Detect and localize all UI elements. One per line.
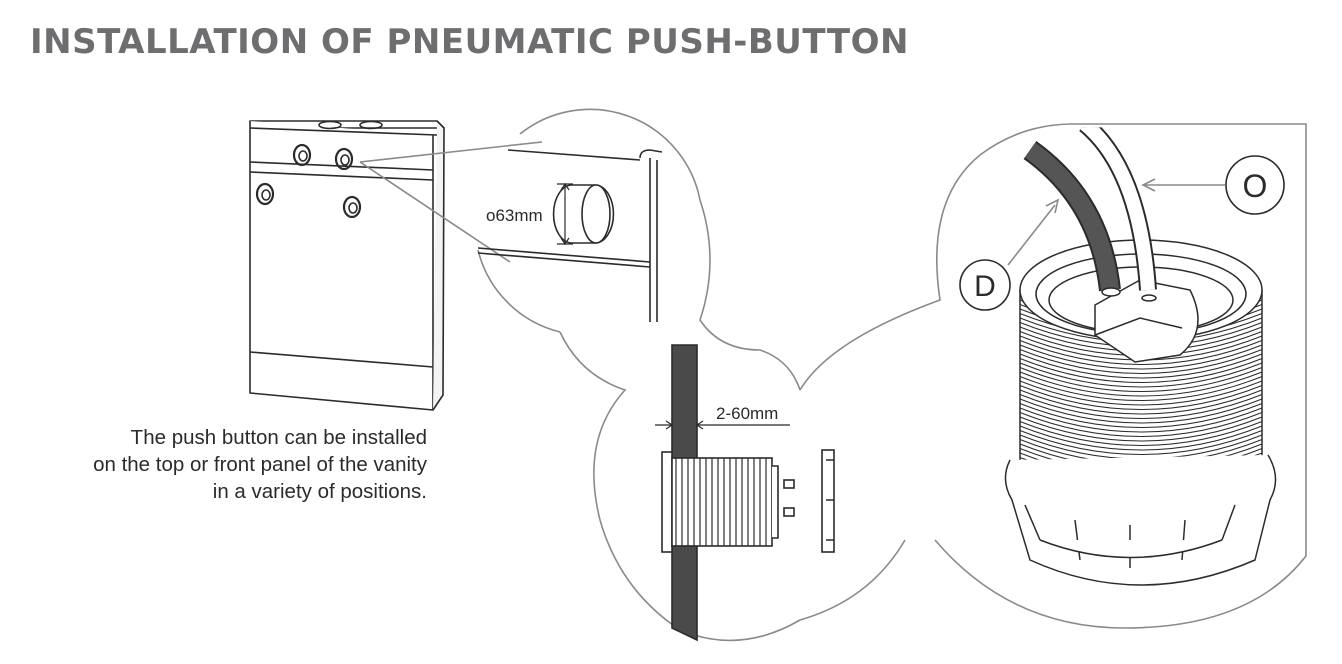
sleeve-thread-ridge (1019, 340, 1263, 365)
sleeve-thread-ridge (1019, 398, 1263, 424)
sleeve-thread-ridge (1019, 403, 1263, 428)
vanity-cabinet (249, 120, 445, 411)
caption-line-2: on the top or front panel of the vanity (93, 453, 427, 476)
magnifier-outline (359, 108, 1307, 642)
panel-thickness-label: 2-60mm (716, 404, 778, 423)
sleeve-thread-ridge (1019, 353, 1263, 379)
sleeve-thread-ridge (1019, 389, 1263, 415)
caption-line-3: in a variety of positions. (212, 480, 427, 503)
front-button-1 (292, 143, 312, 167)
sleeve-thread-ridge (1019, 362, 1263, 388)
cabinet-front (249, 121, 434, 411)
button-hose-closeup (1004, 124, 1277, 586)
sleeve-thread-ridge (1019, 416, 1263, 442)
sleeve-thread-ridge (1019, 371, 1263, 397)
page-title: INSTALLATION OF PNEUMATIC PUSH-BUTTON (30, 22, 909, 62)
base-flange (1004, 454, 1277, 586)
sleeve-thread-ridge (1019, 380, 1263, 406)
sleeve-thread-ridge (1019, 394, 1263, 419)
sleeve-thread-ridge (1019, 349, 1263, 374)
front-panel-closeup (477, 149, 663, 322)
thread-body (661, 451, 795, 553)
cabinet-plinth (249, 351, 434, 368)
dark-hose-marker: D (959, 259, 1011, 311)
sleeve-thread-ridge (1019, 421, 1263, 446)
hose-callouts (1007, 178, 1225, 266)
cabinet-top-rail (249, 127, 438, 181)
cabinet-side (432, 120, 445, 411)
panel-thickness-closeup (655, 344, 835, 642)
svg-text:O: O (1243, 168, 1268, 204)
front-button-4 (342, 195, 362, 219)
sleeve-thread-ridge (1019, 344, 1263, 370)
sleeve-thread-ridge (1019, 425, 1263, 451)
inner-button (1094, 279, 1199, 363)
light-hose-marker: O (1225, 155, 1285, 215)
svg-text:D: D (974, 270, 996, 303)
top-hole-right (359, 120, 383, 130)
sleeve-thread-ridge (1019, 412, 1263, 437)
front-button-2 (334, 147, 354, 171)
sleeve-thread-ridge (1019, 430, 1263, 455)
front-button-3 (255, 182, 275, 206)
sleeve-thread-ridge (1019, 367, 1263, 392)
sleeve-thread-ridge (1019, 358, 1263, 383)
top-hole-left (318, 120, 342, 130)
sleeve-thread-ridge (1019, 407, 1263, 433)
hole-diameter-label: o63mm (486, 206, 543, 225)
sleeve-thread-ridge (1019, 376, 1263, 401)
installation-caption: The push button can be installed on the … (93, 424, 427, 505)
caption-line-1: The push button can be installed (130, 426, 427, 449)
lock-nut (821, 449, 835, 553)
sleeve-thread-ridge (1019, 385, 1263, 410)
